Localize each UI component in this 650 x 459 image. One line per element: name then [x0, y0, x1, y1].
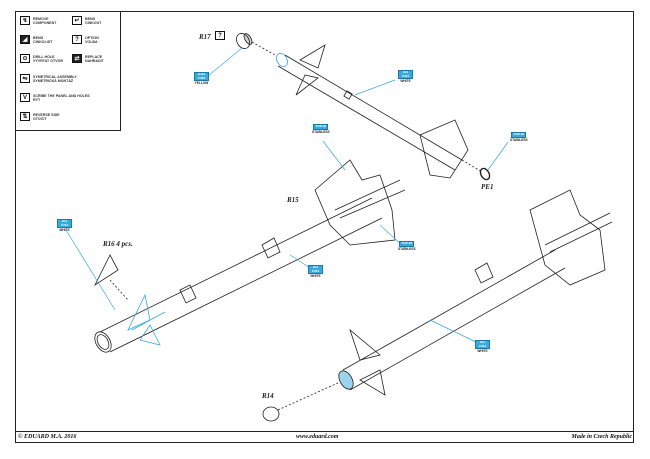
drill-hole-icon: ⊙	[20, 54, 30, 63]
missile-left	[94, 159, 406, 353]
legend-label: Option Volba	[85, 35, 99, 44]
legend-label: Remove Component	[33, 16, 57, 25]
missile-right	[338, 189, 613, 396]
legend-item-bend-dimension: ◢ Bend Cinkolist	[20, 35, 52, 44]
option-icon: ?	[215, 31, 225, 40]
legend-item-drill-hole: ⊙ Drill hole Vyvrtat otvor	[20, 54, 63, 63]
legend-label: Drill hole Vyvrtat otvor	[33, 54, 64, 63]
remove-icon: ↯	[20, 16, 30, 25]
footer-divider	[15, 431, 634, 432]
footer-website[interactable]: www.eduard.com	[296, 434, 339, 440]
paint-callout-stainless-top: TOP-93 STAINLESS	[510, 132, 528, 142]
part-label-r15: R15	[287, 196, 299, 204]
legend-item-replace: ⇄ Replace Nahradit	[72, 54, 104, 63]
part-label-r17: R17	[199, 33, 211, 41]
part-label-r14: R14	[262, 392, 274, 400]
part-label-pe1: PE1	[481, 183, 494, 191]
legend-label: Reverse side Otočit	[33, 112, 60, 121]
r17-nose-cap	[236, 33, 250, 49]
footer-origin: Made in Czech Republic	[571, 434, 632, 440]
legend-label: Replace Nahradit	[85, 54, 104, 63]
legend-item-bend: ↵ Bend Cinkout	[72, 16, 101, 25]
paint-callout-stainless-mid: TOP-93 STAINLESS	[312, 124, 330, 134]
r14-disc	[262, 406, 280, 422]
missile-top	[276, 44, 483, 179]
legend-label: Scribe the panel and holes Rýt	[33, 93, 90, 102]
option-icon: ?	[72, 35, 82, 44]
legend-item-reverse-side: ⇅ Reverse side Otočit	[20, 112, 60, 121]
legend-item-remove: ↯ Remove Component	[20, 16, 56, 25]
r16-fin	[93, 254, 119, 287]
legend-item-scribe: V Scribe the panel and holes Rýt	[20, 93, 90, 102]
footer-copyright: © EDUARD M.A. 2016	[18, 434, 77, 440]
replace-icon: ⇄	[72, 54, 82, 63]
bend-icon: ↵	[72, 16, 82, 25]
pe1-ring	[479, 167, 491, 181]
scribe-icon: V	[20, 93, 30, 102]
bend-dimension-icon: ◢	[20, 35, 30, 44]
part-label-r16: R16 4 pcs.	[103, 240, 133, 248]
legend-label: Symetrical assembly Symetrická montáž	[33, 74, 77, 83]
reverse-side-icon: ⇅	[20, 112, 30, 121]
legend-label: Bend Cinkolist	[33, 35, 53, 44]
symmetrical-assembly-icon: ⇋	[20, 74, 30, 83]
legend-item-symmetrical-assembly: ⇋ Symetrical assembly Symetrická montáž	[20, 74, 77, 83]
instruction-legend: ↯ Remove Component ↵ Bend Cinkout ◢ Bend…	[15, 11, 121, 131]
legend-label: Bend Cinkout	[85, 16, 102, 25]
paint-callout-stainless-fin: TOP-93 STAINLESS	[398, 241, 416, 251]
sheet-frame	[15, 11, 634, 443]
legend-item-option: ? Option Volba	[72, 35, 99, 44]
